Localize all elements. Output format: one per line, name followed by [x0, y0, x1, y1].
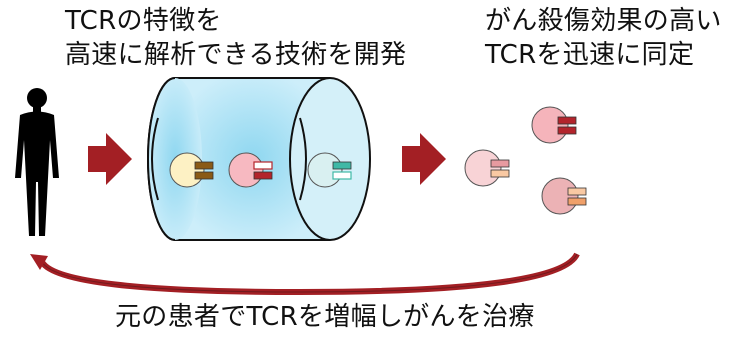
human-silhouette-icon	[15, 88, 59, 236]
return-arrow-icon	[30, 252, 580, 296]
process-arrow-icon	[88, 133, 132, 185]
t-cell-with-receptor-icon	[307, 152, 352, 188]
t-cell-with-receptor-icon	[541, 177, 587, 215]
bottom-caption: 元の患者でTCRを増幅しがんを治療	[115, 302, 535, 332]
process-arrow-icon	[402, 133, 446, 185]
t-cell-with-receptor-icon	[228, 152, 273, 188]
t-cell-with-receptor-icon	[531, 106, 577, 144]
left-caption-line1: TCRの特徴を	[65, 6, 222, 36]
bracket-right	[299, 117, 307, 201]
left-caption-line2: 高速に解析できる技術を開発	[65, 40, 407, 70]
bracket-left	[151, 117, 159, 201]
t-cell-with-receptor-icon	[169, 152, 214, 188]
right-caption-line1: がん殺傷効果の高い	[485, 6, 722, 36]
t-cell-with-receptor-icon	[464, 149, 510, 187]
right-caption-line2: TCRを迅速に同定	[485, 40, 695, 70]
